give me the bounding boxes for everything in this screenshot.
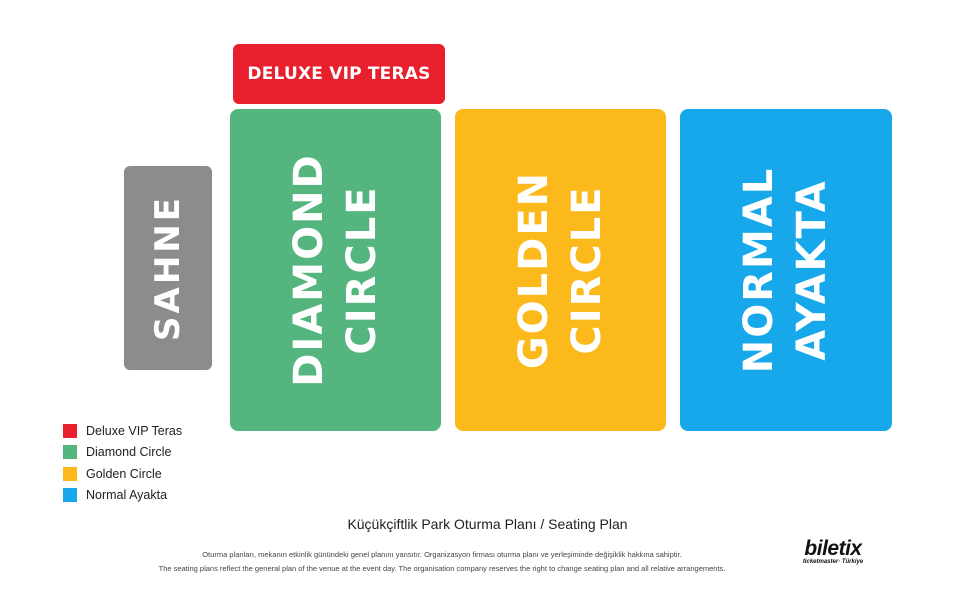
disclaimer-turkish: Oturma planları, mekanın etkinlik gününd… bbox=[202, 550, 682, 559]
golden-circle-label-line2: CIRCLE bbox=[563, 185, 610, 355]
normal-ayakta-label: NORMAL AYAKTA bbox=[733, 167, 839, 374]
legend-item-diamond-circle: Diamond Circle bbox=[63, 442, 182, 464]
legend-label: Diamond Circle bbox=[86, 445, 172, 460]
legend-swatch bbox=[63, 423, 77, 438]
normal-ayakta-label-line1: NORMAL bbox=[736, 166, 782, 374]
legend-label: Deluxe VIP Teras bbox=[86, 423, 183, 438]
normal-ayakta-section: NORMAL AYAKTA bbox=[680, 109, 892, 431]
legend-label: Golden Circle bbox=[86, 466, 162, 481]
golden-circle-label: GOLDEN CIRCLE bbox=[508, 171, 614, 369]
legend: Deluxe VIP Teras Diamond Circle Golden C… bbox=[63, 420, 182, 506]
golden-circle-section: GOLDEN CIRCLE bbox=[455, 109, 666, 431]
biletix-logo: biletix ticketmaster· Türkiye bbox=[793, 537, 873, 565]
disclaimer-english: The seating plans reflect the general pl… bbox=[158, 564, 726, 573]
plan-title: Küçükçiftlik Park Oturma Planı / Seating… bbox=[347, 516, 628, 532]
diamond-circle-label-line1: DIAMOND bbox=[285, 153, 332, 387]
legend-swatch bbox=[63, 466, 77, 481]
legend-swatch bbox=[63, 488, 77, 503]
legend-item-golden-circle: Golden Circle bbox=[63, 463, 182, 485]
legend-label: Normal Ayakta bbox=[86, 488, 168, 503]
legend-item-deluxe-vip: Deluxe VIP Teras bbox=[63, 420, 182, 442]
legend-swatch bbox=[63, 445, 77, 460]
disclaimer: Oturma planları, mekanın etkinlik gününd… bbox=[0, 548, 884, 576]
diamond-circle-label-line2: CIRCLE bbox=[338, 185, 385, 355]
brand-name: biletix bbox=[804, 537, 862, 560]
diamond-circle-label: DIAMOND CIRCLE bbox=[283, 153, 389, 387]
stage-section: SAHNE bbox=[124, 166, 212, 370]
legend-item-normal-ayakta: Normal Ayakta bbox=[63, 485, 182, 507]
deluxe-vip-teras-section: DELUXE VIP TERAS bbox=[233, 44, 445, 104]
brand-subtitle: ticketmaster· Türkiye bbox=[802, 559, 864, 565]
deluxe-vip-teras-label: DELUXE VIP TERAS bbox=[247, 64, 431, 84]
normal-ayakta-label-line2: AYAKTA bbox=[789, 179, 835, 361]
golden-circle-label-line1: GOLDEN bbox=[510, 170, 557, 370]
diamond-circle-section: DIAMOND CIRCLE bbox=[230, 109, 441, 431]
stage-label: SAHNE bbox=[148, 195, 188, 341]
